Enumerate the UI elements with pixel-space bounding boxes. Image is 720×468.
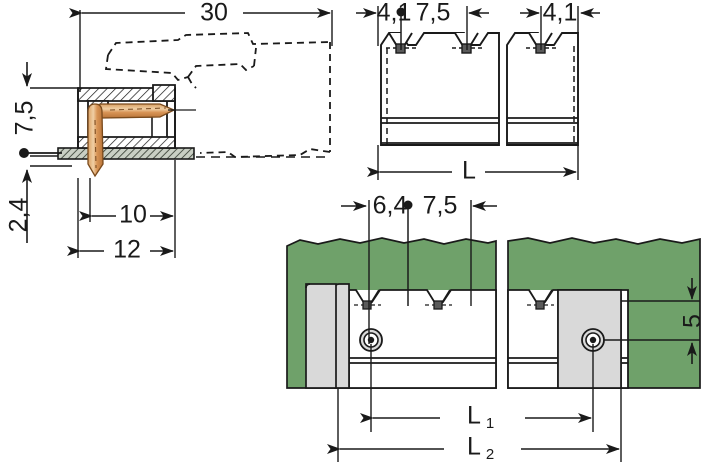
dimension-4-1-left: 4,1 — [356, 0, 411, 46]
dimension-L1-label: L — [467, 402, 481, 430]
connector-top-right — [507, 289, 629, 389]
dimension-L2-label: L — [467, 433, 481, 461]
dimension-7-5-front: 7,5 — [396, 0, 489, 50]
mounting-screw-hole-right — [581, 328, 605, 352]
dimension-L2: L 2 — [327, 388, 622, 463]
dimension-4-1-right: 4,1 — [520, 0, 600, 50]
pcb-board-section — [57, 147, 195, 160]
dimension-7-5-front-label: 7,5 — [416, 0, 451, 27]
dimension-12-label: 12 — [113, 236, 141, 264]
dimension-L: L — [367, 145, 579, 185]
dimension-7-5-side: 7,5 — [11, 62, 80, 158]
dimension-30-label: 30 — [200, 0, 228, 27]
solder-pin-copper — [87, 103, 176, 178]
dimension-10: 10 — [79, 160, 176, 229]
dimension-5: 5 — [604, 278, 707, 364]
clamp-detail-top-left-2 — [433, 300, 443, 310]
dimension-6-4: 6,4 — [341, 192, 407, 344]
front-block-right — [506, 32, 579, 146]
clamp-detail-top-right-1 — [535, 300, 545, 310]
dimension-2-4: 2,4 — [5, 165, 72, 243]
front-elevation-view: 4,1 7,5 4,1 — [356, 0, 600, 185]
dimension-L1: L 1 — [360, 344, 594, 432]
dimension-30: 30 — [69, 0, 333, 92]
dimension-6-4-label: 6,4 — [373, 192, 408, 220]
dimension-2-4-label: 2,4 — [5, 198, 33, 233]
dimension-7-5-top-label: 7,5 — [423, 192, 458, 220]
top-pcb-view: 6,4 7,5 5 — [286, 192, 707, 463]
dimension-5-label: 5 — [679, 314, 707, 328]
phantom-mating-part-outline — [104, 32, 331, 158]
mounting-flange-left — [305, 283, 350, 389]
dimension-10-label: 10 — [119, 201, 147, 229]
dimension-L2-subscript: 2 — [486, 446, 494, 463]
dimension-12: 12 — [67, 178, 176, 264]
dimension-7-5-side-label: 7,5 — [11, 101, 39, 136]
clamp-detail-top-left-1 — [362, 300, 372, 310]
dimension-4-1-left-label: 4,1 — [377, 0, 412, 27]
connector-top-left — [305, 283, 497, 389]
dimension-4-1-right-label: 4,1 — [543, 0, 578, 27]
dimension-L1-subscript: 1 — [486, 415, 494, 432]
front-block-left — [380, 32, 500, 146]
side-section-view: 30 7,5 2,4 — [5, 0, 333, 264]
dimension-7-5-top: 7,5 — [403, 192, 497, 306]
dimension-L-label: L — [462, 157, 476, 185]
